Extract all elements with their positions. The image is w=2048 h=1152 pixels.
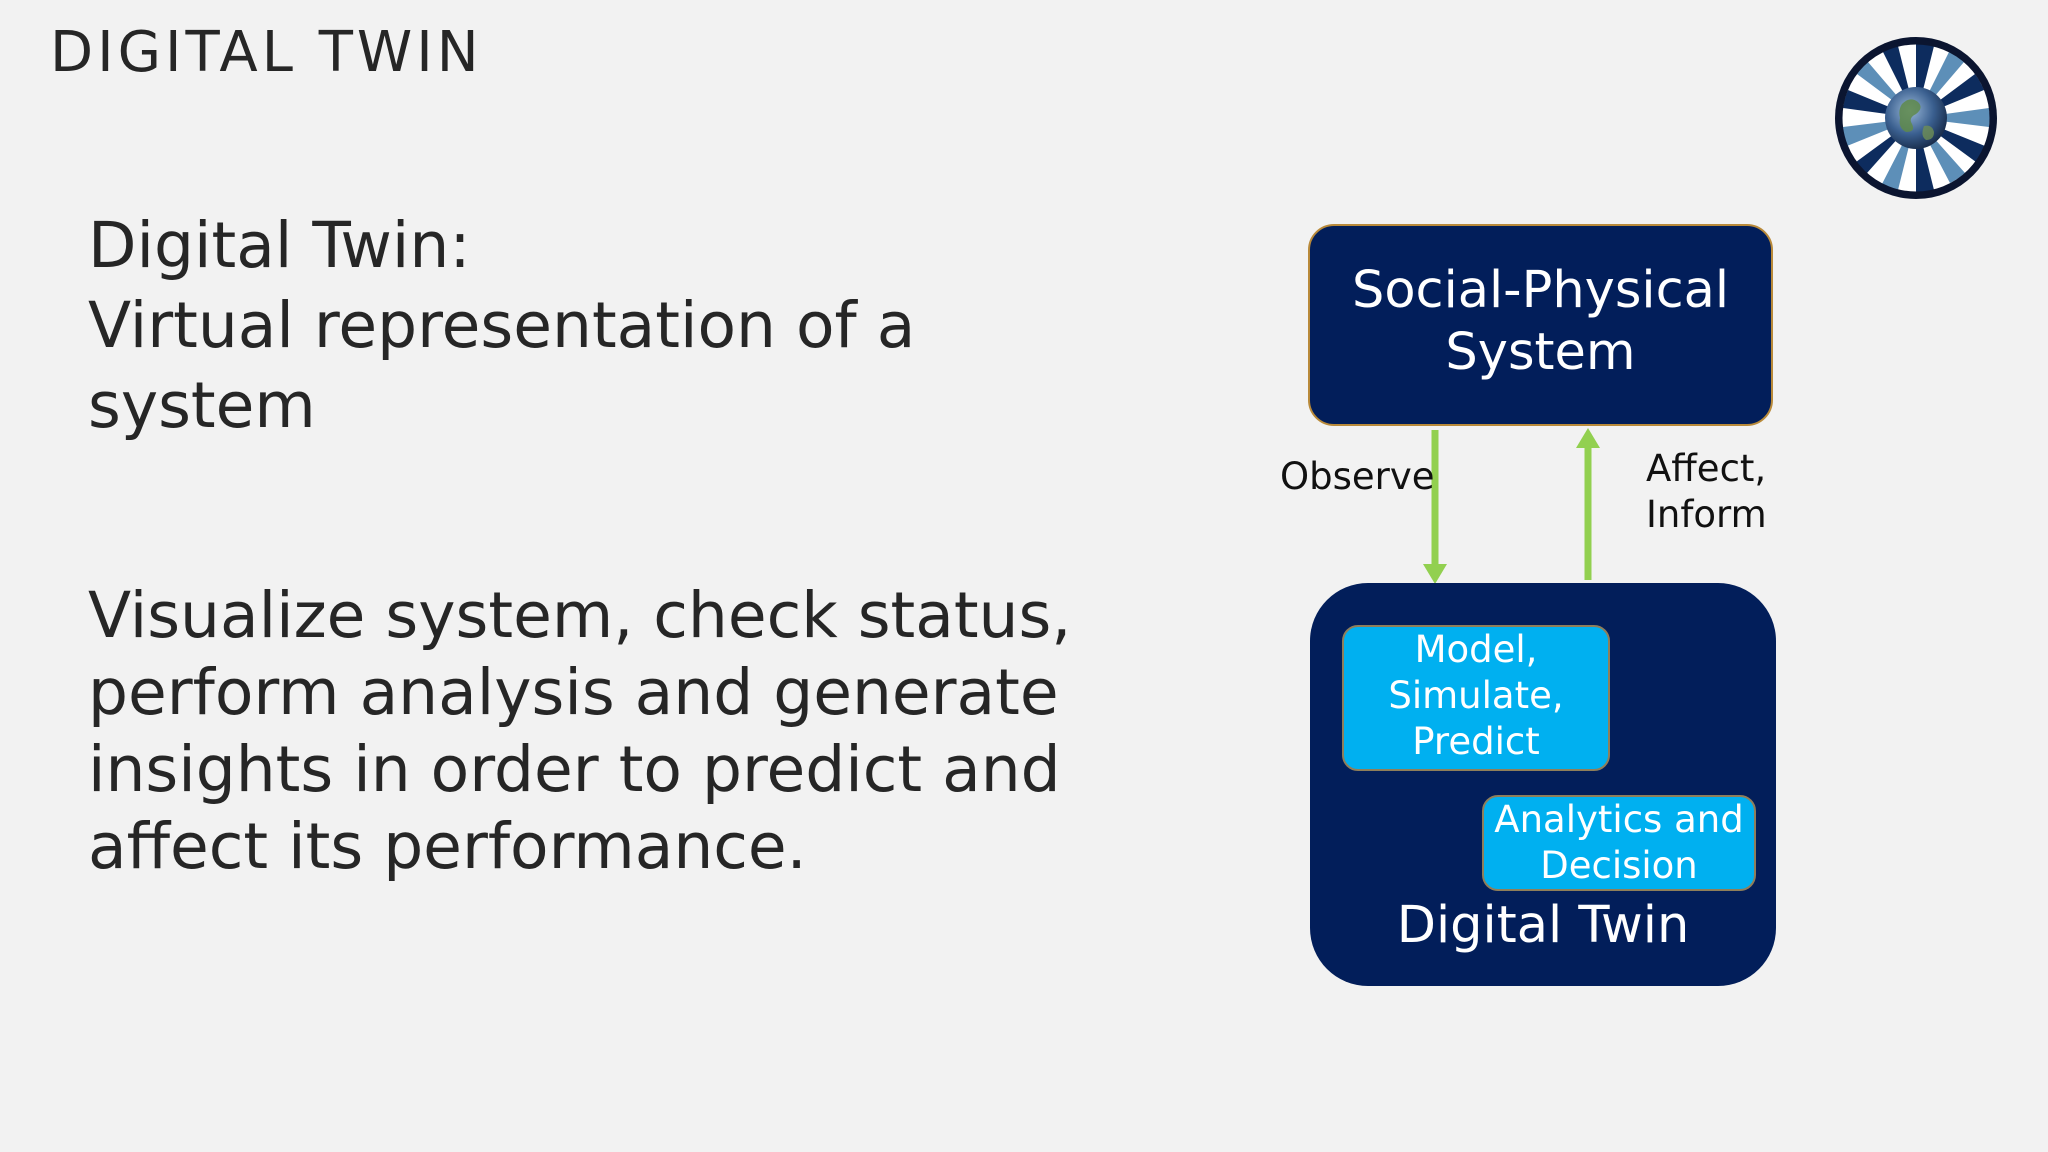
globe-wheel-logo-icon [1835,37,1997,199]
model-box-line: Predict [1412,720,1540,763]
description-text: Visualize system, check status, perform … [88,577,1071,885]
analytics-box-line: Decision [1540,844,1698,887]
social-physical-label: System [1445,323,1636,382]
analytics-decision-box: Analytics and Decision [1482,795,1756,891]
social-physical-label: Social-Physical [1351,261,1730,320]
affect-inform-label: Affect, Inform [1646,446,1767,538]
description-line: perform analysis and generate [88,656,1059,729]
definition-line: Digital Twin: [88,209,471,282]
definition-line: Virtual representation of a [88,289,916,362]
affect-label-line: Affect, [1646,447,1767,490]
digital-twin-diagram: Social-Physical System Observe Affect, I… [1270,218,1830,998]
definition-line: system [88,369,316,442]
model-box-line: Simulate, [1388,674,1564,717]
analytics-box-line: Analytics and [1494,798,1744,841]
observe-label: Observe [1280,455,1435,498]
description-line: Visualize system, check status, [88,579,1072,652]
affect-label-line: Inform [1646,493,1767,536]
definition-text: Digital Twin: Virtual representation of … [88,206,915,446]
diagram-arrows [1423,428,1600,584]
description-line: insights in order to predict and [88,733,1061,806]
description-line: affect its performance. [88,810,807,883]
digital-twin-box: Model, Simulate, Predict Analytics and D… [1310,583,1776,986]
model-simulate-predict-box: Model, Simulate, Predict [1342,625,1610,771]
social-physical-system-box: Social-Physical System [1308,224,1773,426]
affect-arrow [1576,428,1600,580]
slide-title: DIGITAL TWIN [50,20,483,85]
model-box-line: Model, [1414,628,1538,671]
observe-arrow [1423,430,1447,584]
digital-twin-label: Digital Twin [1396,896,1690,955]
